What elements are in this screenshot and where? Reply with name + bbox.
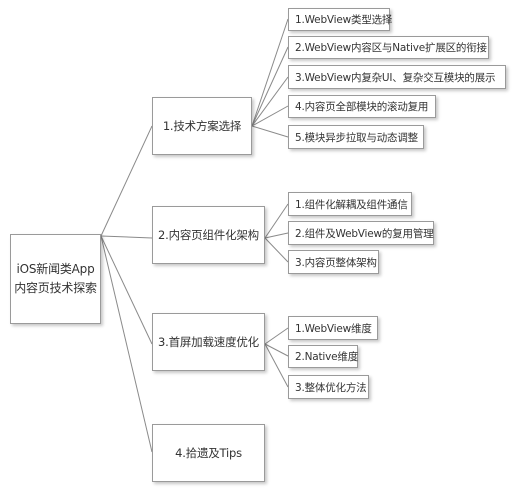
link-branch-2-leaf-2	[264, 232, 289, 239]
leaf-label: 2.组件及WebView的复用管理	[295, 227, 434, 240]
leaf-label: 5.模块异步拉取与动态调整	[295, 131, 418, 144]
leaf-node-1-1[interactable]: 1.WebView类型选择	[288, 8, 393, 31]
leaf-label: 2.WebView内容区与Native扩展区的衔接	[295, 42, 487, 54]
leaf-node-1-3[interactable]: 3.WebView内复杂UI、复杂交互模块的展示	[288, 65, 506, 89]
link-branch-3-leaf-2	[264, 343, 289, 357]
root-node[interactable]: iOS新闻类App 内容页技术探索	[10, 234, 101, 324]
link-branch-1-leaf-2	[251, 46, 289, 127]
link-branch-1-leaf-1	[251, 18, 289, 127]
leaf-label: 1.组件化解耦及组件通信	[295, 198, 408, 211]
branch-node-1[interactable]: 1.技术方案选择	[152, 97, 252, 155]
branch-label: 2.内容页组件化架构	[158, 228, 259, 242]
link-branch-3-leaf-3	[264, 343, 289, 388]
leaf-label: 2.Native维度	[295, 351, 359, 363]
link-root-branch-2	[100, 235, 153, 239]
leaf-node-3-2[interactable]: 2.Native维度	[288, 345, 358, 368]
link-branch-1-leaf-3	[251, 76, 289, 127]
branch-label: 3.首屏加载速度优化	[158, 335, 259, 349]
link-branch-2-leaf-1	[264, 203, 289, 239]
leaf-label: 1.WebView维度	[295, 322, 372, 335]
leaf-label: 3.内容页整体架构	[295, 256, 377, 269]
leaf-node-2-1[interactable]: 1.组件化解耦及组件通信	[288, 192, 412, 216]
link-root-branch-3	[100, 235, 153, 345]
leaf-label: 1.WebView类型选择	[295, 14, 393, 26]
leaf-node-3-3[interactable]: 3.整体优化方法	[288, 375, 369, 399]
branch-node-4[interactable]: 4.拾遗及Tips	[152, 424, 265, 482]
leaf-node-3-1[interactable]: 1.WebView维度	[288, 316, 378, 340]
branch-node-3[interactable]: 3.首屏加载速度优化	[152, 313, 265, 371]
link-branch-1-leaf-4	[251, 105, 289, 127]
leaf-label: 3.整体优化方法	[295, 381, 367, 394]
root-title-line-2: 内容页技术探索	[14, 281, 97, 295]
leaf-label: 4.内容页全部模块的滚动复用	[295, 101, 429, 113]
branch-label: 1.技术方案选择	[162, 119, 242, 133]
link-branch-3-leaf-1	[264, 327, 289, 345]
root-title-line-1: iOS新闻类App	[16, 262, 95, 276]
branch-node-2[interactable]: 2.内容页组件化架构	[152, 206, 265, 264]
leaf-label: 3.WebView内复杂UI、复杂交互模块的展示	[295, 71, 496, 84]
leaf-node-1-5[interactable]: 5.模块异步拉取与动态调整	[288, 125, 424, 149]
branch-label: 4.拾遗及Tips	[175, 446, 242, 460]
leaf-node-2-3[interactable]: 3.内容页整体架构	[288, 250, 379, 274]
leaf-node-1-2[interactable]: 2.WebView内容区与Native扩展区的衔接	[288, 36, 489, 59]
leaf-node-2-2[interactable]: 2.组件及WebView的复用管理	[288, 221, 434, 245]
link-root-branch-4	[100, 235, 153, 453]
link-branch-2-leaf-3	[264, 237, 289, 263]
link-root-branch-1	[100, 125, 153, 237]
link-branch-1-leaf-5	[251, 125, 289, 138]
leaf-node-1-4[interactable]: 4.内容页全部模块的滚动复用	[288, 95, 436, 118]
